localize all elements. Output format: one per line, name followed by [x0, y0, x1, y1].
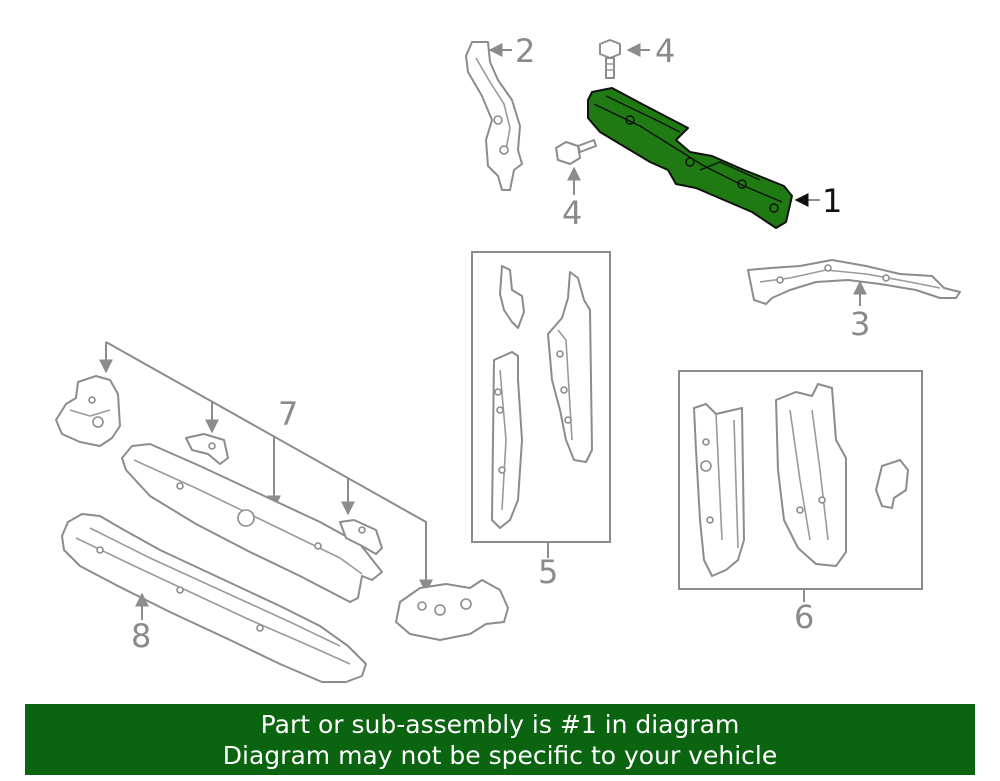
callout-8: 8 [131, 617, 151, 655]
part-6-pieces[interactable] [693, 383, 909, 577]
banner-line-1: Part or sub-assembly is #1 in diagram [260, 709, 740, 739]
part-8-lower-reinforcement[interactable] [61, 513, 367, 683]
callout-4-lower: 4 [562, 194, 582, 232]
leaders-7 [99, 341, 433, 594]
callout-7: 7 [278, 395, 298, 433]
callout-4-top: 4 [655, 32, 675, 70]
banner-line-2: Diagram may not be specific to your vehi… [222, 740, 778, 770]
info-banner: Part or sub-assembly is #1 in diagram Di… [25, 704, 975, 775]
part-4-bolt-top[interactable] [599, 39, 621, 79]
part-3-support-arm[interactable] [747, 259, 961, 305]
part-1-radiator-support-upper[interactable] [587, 87, 793, 229]
parts-diagram: 2 4 4 1 3 [55, 32, 961, 683]
callout-3: 3 [850, 305, 870, 343]
callout-2: 2 [515, 32, 535, 70]
part-2-bracket[interactable] [465, 41, 523, 191]
group-6-box [678, 370, 923, 590]
callout-1: 1 [822, 182, 842, 220]
callout-6: 6 [794, 598, 814, 636]
part-7-pieces[interactable] [55, 375, 509, 641]
callout-5: 5 [538, 553, 558, 591]
part-5-pieces[interactable] [491, 265, 593, 529]
part-4-bolt-lower[interactable] [555, 139, 597, 165]
group-5-box [471, 251, 611, 543]
